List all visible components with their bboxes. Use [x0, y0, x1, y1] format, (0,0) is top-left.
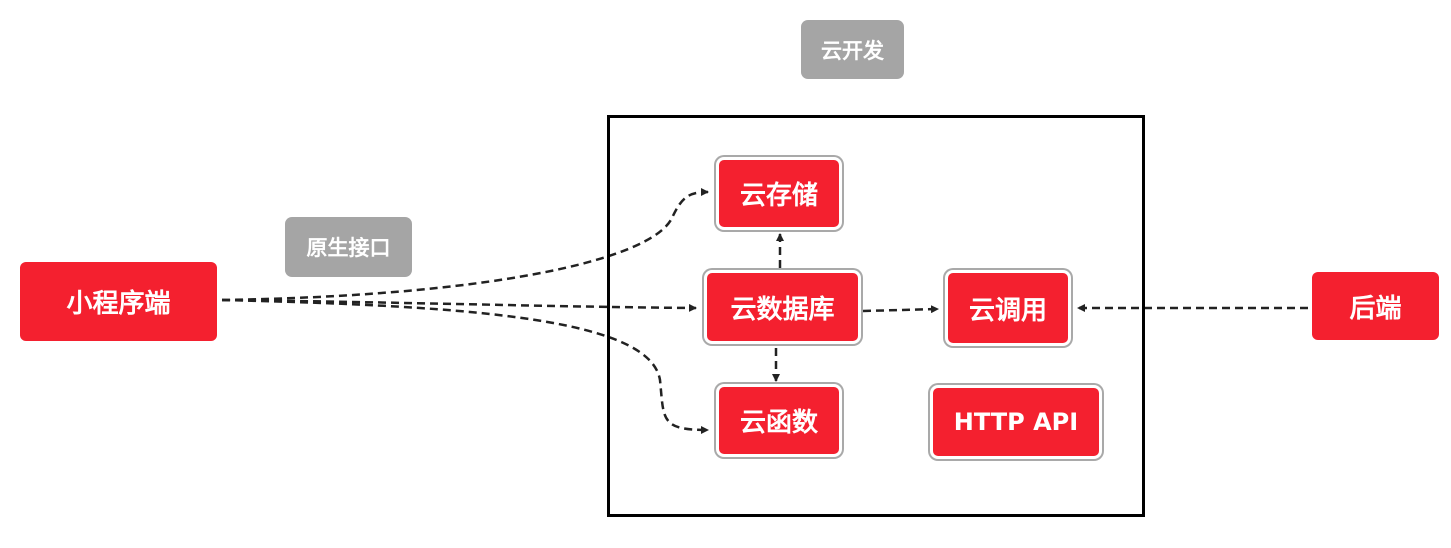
node-cloud-storage[interactable]: 云存储: [719, 160, 839, 227]
node-http-api[interactable]: HTTP API: [933, 388, 1099, 456]
node-backend[interactable]: 后端: [1312, 272, 1439, 340]
edge-label-native-interface: 原生接口: [285, 217, 412, 277]
arrow-mini-program-to-cloud-function: [221, 298, 709, 434]
node-mini-program[interactable]: 小程序端: [20, 262, 217, 341]
node-cloud-database[interactable]: 云数据库: [707, 273, 858, 341]
node-cloud-function[interactable]: 云函数: [719, 387, 839, 454]
cloud-development-container: [607, 115, 1145, 517]
arrow-mini-program-to-cloud-storage: [221, 188, 709, 302]
node-cloud-call[interactable]: 云调用: [948, 273, 1068, 343]
group-label-cloud-development: 云开发: [801, 20, 904, 79]
